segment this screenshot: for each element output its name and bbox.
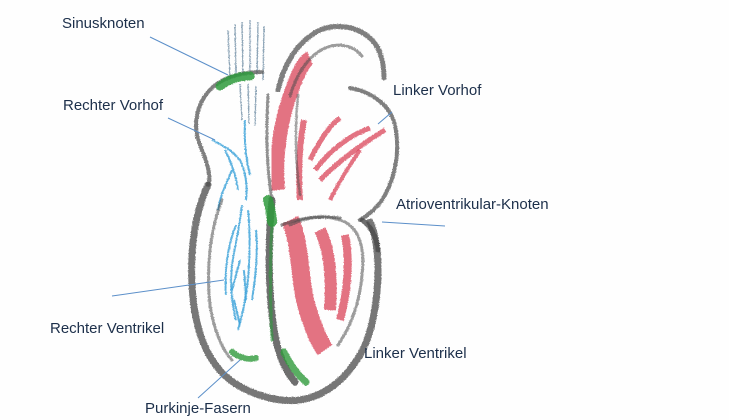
pointer-linker-vorhof [378,112,392,124]
left-heart-red [277,58,385,350]
label-sinusknoten: Sinusknoten [62,15,145,33]
pointer-sinusknoten [150,37,228,75]
purkinje-left-mark [232,352,256,359]
label-av-knoten: Atrioventrikular-Knoten [396,196,549,214]
pointer-av-knoten [382,222,445,226]
right-heart-blue [212,120,257,330]
pointer-rechter-vorhof [168,118,215,140]
label-rechter-vorhof: Rechter Vorhof [63,97,163,115]
label-linker-vorhof: Linker Vorhof [393,82,481,100]
label-purkinje: Purkinje-Fasern [145,400,251,418]
av-node-mark [268,200,272,222]
label-linker-ventrikel: Linker Ventrikel [364,345,467,363]
label-rechter-ventrikel: Rechter Ventrikel [50,320,164,338]
